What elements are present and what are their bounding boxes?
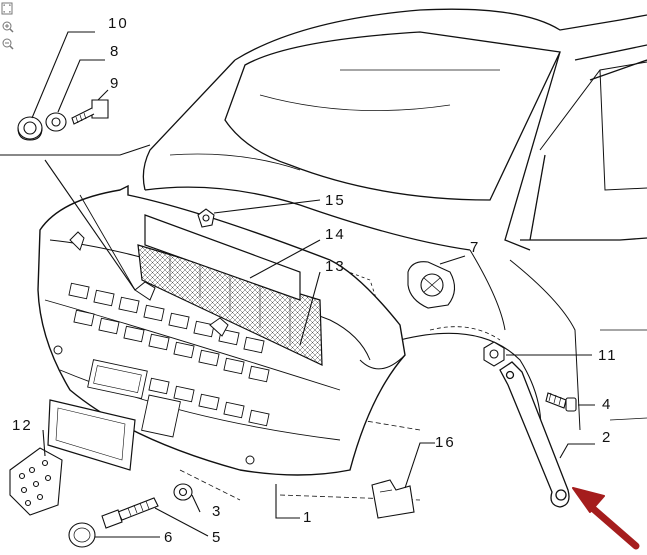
grille-mesh-assembly [137, 214, 323, 366]
license-plate-holder [47, 399, 136, 471]
callout-11: 11 [598, 347, 618, 364]
part-4-screw [545, 392, 577, 412]
callout-12: 12 [12, 417, 33, 434]
callout-10: 10 [108, 15, 129, 32]
bumper-clips [53, 231, 255, 465]
callout-4: 4 [602, 396, 612, 413]
part-8-washer [45, 112, 67, 132]
part-5-bolt [101, 497, 159, 529]
part-7-grommet [407, 261, 456, 309]
part-15-clip-nut [197, 208, 215, 228]
callout-3: 3 [212, 503, 222, 520]
part-10-flange-nut [17, 116, 43, 141]
part-9-bolt [71, 99, 109, 125]
callout-2: 2 [602, 429, 612, 446]
part-16-bracket [371, 479, 415, 519]
leader-lines [0, 31, 595, 538]
tow-bracket [499, 361, 570, 508]
bumper-grille-slots [68, 282, 270, 438]
zoom-in-icon[interactable] [2, 21, 14, 33]
zoom-out-icon[interactable] [2, 38, 14, 50]
part-3-washer [173, 483, 193, 501]
callout-6: 6 [164, 529, 174, 546]
callout-7: 7 [470, 239, 480, 256]
callout-13: 13 [325, 258, 346, 275]
callout-15: 15 [325, 192, 346, 209]
callout-1: 1 [303, 509, 313, 526]
callout-14: 14 [325, 226, 346, 243]
part-6-cap [68, 522, 96, 548]
fit-page-icon[interactable] [1, 2, 13, 15]
callout-8: 8 [110, 43, 120, 60]
highlight-arrow [572, 487, 640, 550]
view-toolbar [0, 0, 18, 54]
part-11-nut [483, 341, 505, 367]
callout-labels: 10 8 9 15 14 13 7 11 4 2 16 12 3 5 6 1 [12, 15, 618, 546]
part-12-clip-kit [9, 447, 63, 516]
callout-16: 16 [435, 434, 456, 451]
callout-5: 5 [212, 529, 222, 546]
callout-9: 9 [110, 75, 120, 92]
